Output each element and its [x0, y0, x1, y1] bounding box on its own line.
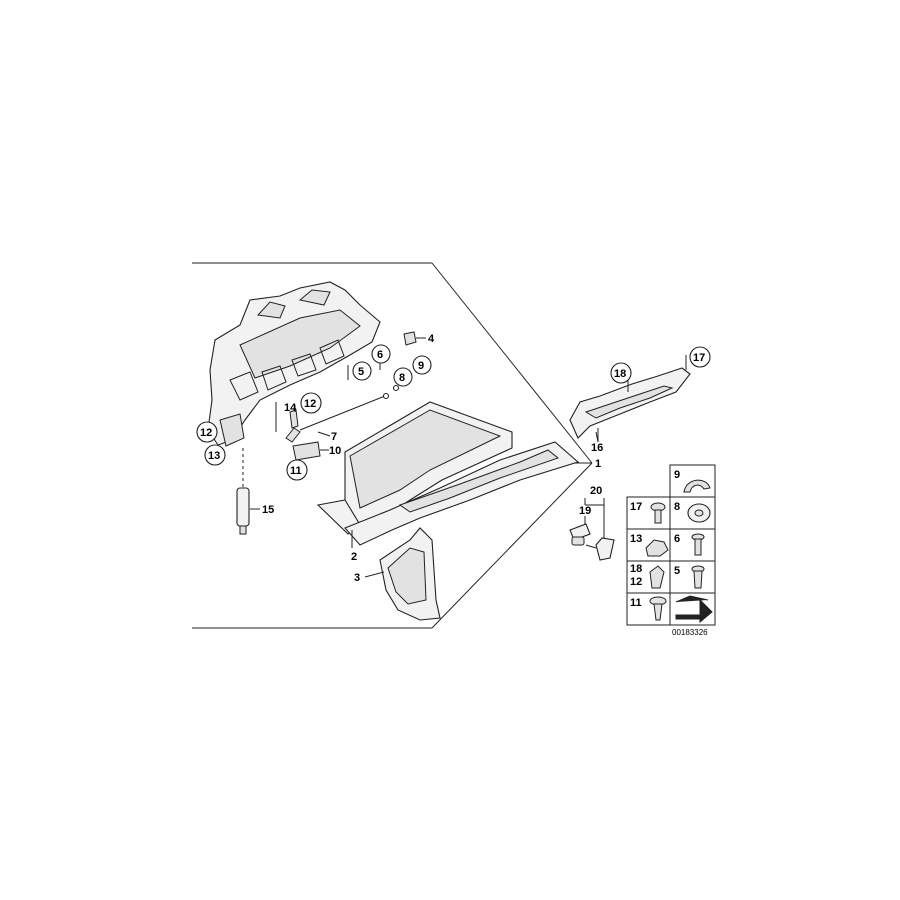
svg-text:17: 17	[630, 501, 642, 513]
legend-cell-5	[669, 560, 716, 594]
callout-10: 10	[329, 445, 341, 457]
handle-assembly	[569, 355, 691, 442]
callout-14: 14	[284, 402, 297, 414]
small-parts	[275, 331, 426, 461]
damper-part-15	[236, 448, 260, 535]
callout-4: 4	[428, 333, 435, 345]
callout-18: 18	[614, 368, 626, 380]
grommet-icon	[687, 503, 711, 523]
svg-text:6: 6	[674, 533, 680, 545]
callout-8: 8	[399, 372, 405, 384]
callout-1: 1	[595, 458, 601, 470]
callout-12a: 12	[304, 398, 316, 410]
frame-lines	[192, 262, 593, 629]
rivet-icon	[691, 533, 705, 556]
svg-text:5: 5	[674, 565, 680, 577]
callout-5: 5	[358, 366, 364, 378]
expanding-rivet-icon	[691, 565, 705, 589]
svg-text:9: 9	[674, 469, 680, 481]
spring-clip-icon	[683, 479, 711, 493]
callout-12b: 12	[200, 427, 212, 439]
svg-text:11: 11	[630, 597, 642, 609]
callout-2: 2	[351, 551, 357, 563]
svg-text:12: 12	[630, 576, 642, 588]
callout-9: 9	[418, 360, 424, 372]
callout-17: 17	[693, 352, 705, 364]
spring-nut-icon	[649, 565, 665, 589]
diagram-id: 00183326	[672, 628, 708, 637]
trim-panel	[379, 527, 441, 621]
callout-7: 7	[331, 431, 337, 443]
legend-cell-17	[626, 496, 671, 530]
svg-text:8: 8	[674, 501, 680, 513]
callout-6: 6	[377, 349, 383, 361]
screw-icon	[650, 502, 666, 524]
clip-nut-icon	[645, 539, 669, 557]
leader-lines	[317, 431, 599, 578]
svg-text:18: 18	[630, 563, 642, 575]
lock-and-key	[569, 498, 615, 561]
fastener-legend: 9 17 8 13 6 18 12 5 11	[626, 464, 716, 637]
callout-19: 19	[579, 505, 591, 517]
callout-15: 15	[262, 504, 274, 516]
direction-arrow-icon	[675, 595, 713, 624]
callout-3: 3	[354, 572, 360, 584]
callout-20: 20	[590, 485, 602, 497]
callouts: 1 2 3 4 5 6 7 8 9 10 11 12 12 13 14 15 1…	[196, 333, 711, 584]
legend-cell-6	[669, 528, 716, 562]
svg-text:13: 13	[630, 533, 642, 545]
glovebox-carrier	[207, 281, 381, 447]
glovebox-bin	[316, 401, 580, 546]
callout-11: 11	[290, 465, 302, 477]
screw-large-icon	[649, 596, 667, 621]
callout-13: 13	[208, 450, 220, 462]
callout-16: 16	[591, 442, 603, 454]
